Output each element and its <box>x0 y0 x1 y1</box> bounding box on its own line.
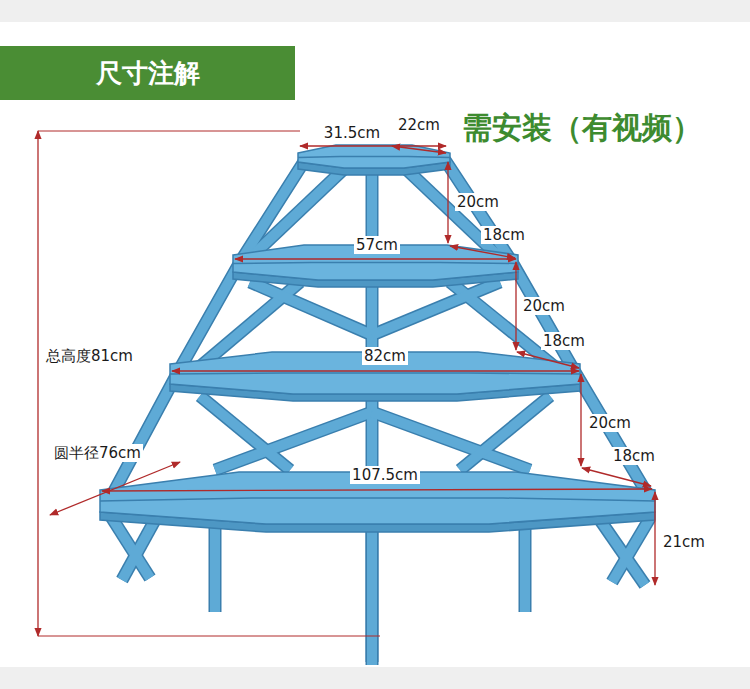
drawing-part <box>172 370 579 371</box>
drawing-part <box>298 157 450 158</box>
bottom-strip <box>0 667 750 689</box>
dimension-label: 18cm <box>481 226 527 244</box>
dimension-arrows <box>38 131 655 636</box>
dimension-label: 107.5cm <box>350 466 420 484</box>
dimension-label: 31.5cm <box>322 124 382 142</box>
drawing-part <box>517 352 579 368</box>
drawing-part <box>170 373 580 374</box>
dimension-label: 20cm <box>455 193 501 211</box>
title-banner: 尺寸注解 <box>0 46 295 100</box>
drawing-part <box>37 131 38 636</box>
drawing-part <box>235 258 516 259</box>
drawing-part <box>50 462 180 515</box>
drawing-part <box>300 145 446 146</box>
drawing-part <box>580 374 581 466</box>
drawing-part <box>298 145 450 168</box>
drawing-part <box>233 263 518 264</box>
extension-lines <box>38 131 380 636</box>
drawing-part <box>515 262 516 350</box>
drawing-part <box>447 162 448 243</box>
install-note: 需安装（有视频） <box>462 110 702 146</box>
frame <box>110 150 650 665</box>
dimension-label: 21cm <box>661 533 707 551</box>
dimension-label: 57cm <box>354 236 400 254</box>
drawing-part <box>102 489 652 491</box>
drawing-part <box>654 492 655 585</box>
top-strip <box>0 0 750 22</box>
dimension-label: 18cm <box>611 447 657 465</box>
dimension-label: 20cm <box>587 414 633 432</box>
frame-outline <box>110 150 650 665</box>
dimension-label: 圆半径76cm <box>52 444 143 462</box>
drawing-part <box>582 468 651 486</box>
drawing-part <box>38 636 380 637</box>
dimension-label: 18cm <box>541 332 587 350</box>
dimension-label: 总高度81cm <box>44 347 135 365</box>
drawing-part <box>392 146 446 153</box>
dimension-label: 82cm <box>362 347 408 365</box>
drawing-part <box>450 246 515 258</box>
drawing-part <box>100 498 655 501</box>
dimension-label: 20cm <box>521 297 567 315</box>
drawing-part <box>38 131 300 132</box>
dimension-label: 22cm <box>396 116 442 134</box>
shelves <box>100 145 655 532</box>
